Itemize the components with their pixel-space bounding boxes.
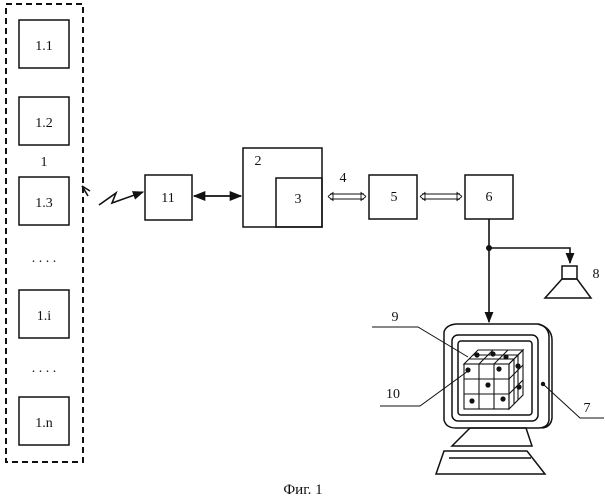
block-6-label: 6 <box>486 190 493 205</box>
callout-8: 8 <box>593 267 600 282</box>
leader-9 <box>372 327 468 357</box>
leader-7-dot <box>541 382 545 386</box>
sensor-label-1-2: 1.2 <box>35 116 53 131</box>
sensor-group-frame <box>6 4 83 462</box>
group-label: 1 <box>41 155 48 170</box>
callout-7: 7 <box>584 401 591 416</box>
callout-4: 4 <box>340 171 347 186</box>
sensor-label-1-i: 1.i <box>37 309 52 324</box>
block-5-label: 5 <box>391 190 398 205</box>
wireless-link-icon <box>82 186 143 205</box>
bus-5-6 <box>420 193 462 201</box>
ellipsis-lower: . . . . <box>32 361 57 376</box>
sensor-label-1-1: 1.1 <box>35 39 53 54</box>
sensor-label-1-3: 1.3 <box>35 196 53 211</box>
sensor-label-1-n: 1.n <box>35 416 53 431</box>
bus-3-5 <box>328 193 366 201</box>
figure-caption: Фиг. 1 <box>283 482 322 498</box>
callout-9: 9 <box>392 310 399 325</box>
line-to-speaker <box>489 248 570 263</box>
block-3-label: 3 <box>295 192 302 207</box>
speaker-icon <box>545 266 591 298</box>
block-2-label: 2 <box>255 154 262 169</box>
block-11-label: 11 <box>161 191 174 206</box>
ellipsis-upper: . . . . <box>32 251 57 266</box>
callout-10: 10 <box>386 387 400 402</box>
